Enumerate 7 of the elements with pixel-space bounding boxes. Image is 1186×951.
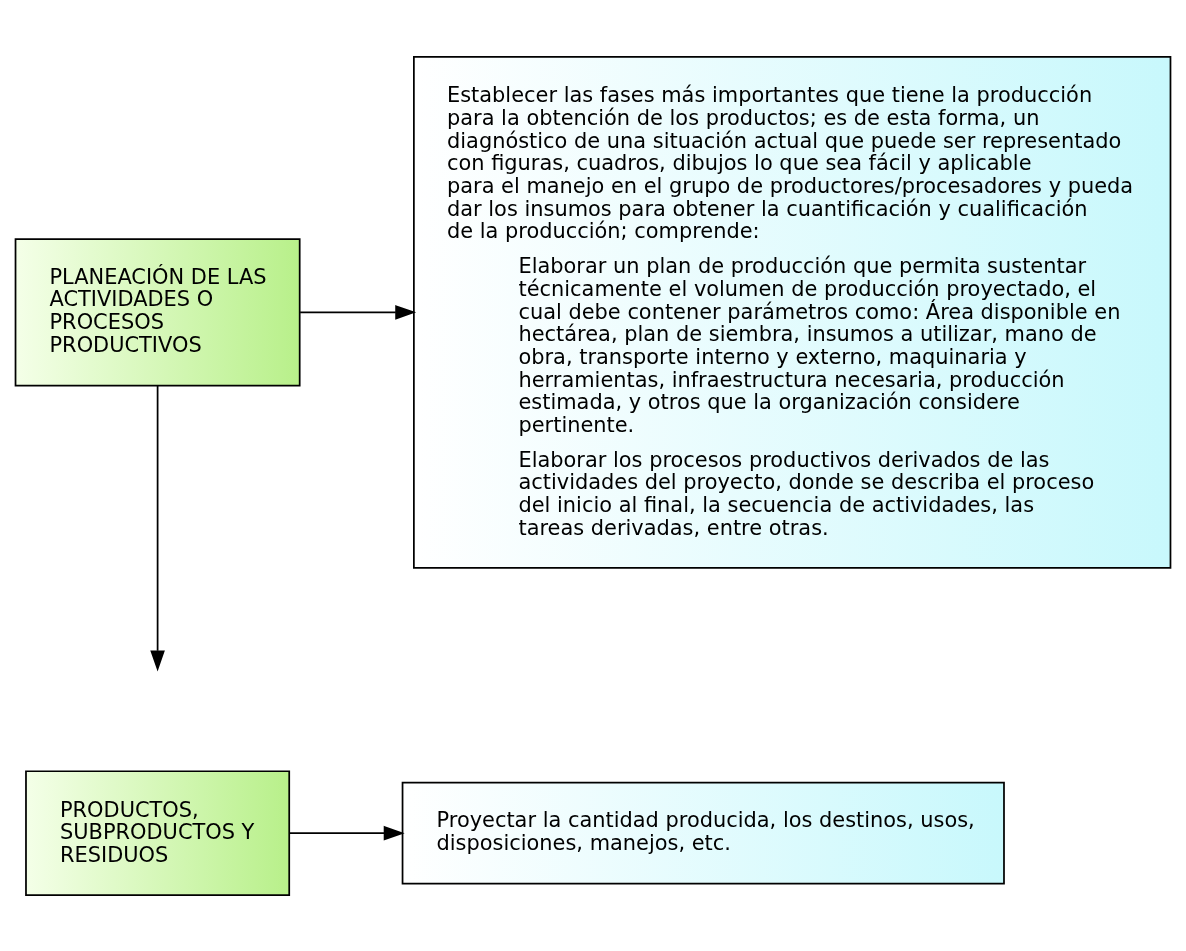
node-box: PRODUCTOS, SUBPRODUCTOS Y RESIDUOS [25, 769, 291, 896]
arrow [150, 384, 165, 671]
node-box: Establecer las fases más importantes que tiene la producción para la obtención de los productos; es de esta forma, un diagnóstico de una situación actual que puede ser representado con figuras, cuadros, dibujos lo que sea fácil y aplicable para el manejo en el grupo de productores/procesadores y pueda dar los insumos para obtener la cuantificación y cualificación de la producción; comprende: Elaborar un plan de producción que permita sustentar técnicamente el volumen de producción proyectado, el cual debe contener parámetros como: Área disponible en hectárea, plan de siembra, insumos a utilizar, mano de obra, transporte interno y externo, maquinaria y herramientas, infraestructura necesaria, producción estimada, y otros que la organización considere pertinente. Elaborar los procesos productivos derivados de las actividades del proyecto, donde se describa el proceso del inicio al final, la secuencia de actividades, las tareas derivadas, entre otras. [413, 55, 1172, 569]
arrow [288, 825, 405, 840]
node-box: PLANEACIÓN DE LAS ACTIVIDADES O PROCESOS PRODUCTIVOS [14, 237, 301, 386]
arrow [299, 304, 417, 320]
node-box: Proyectar la cantidad producida, los destinos, usos, disposiciones, manejos, etc. [401, 781, 1005, 885]
